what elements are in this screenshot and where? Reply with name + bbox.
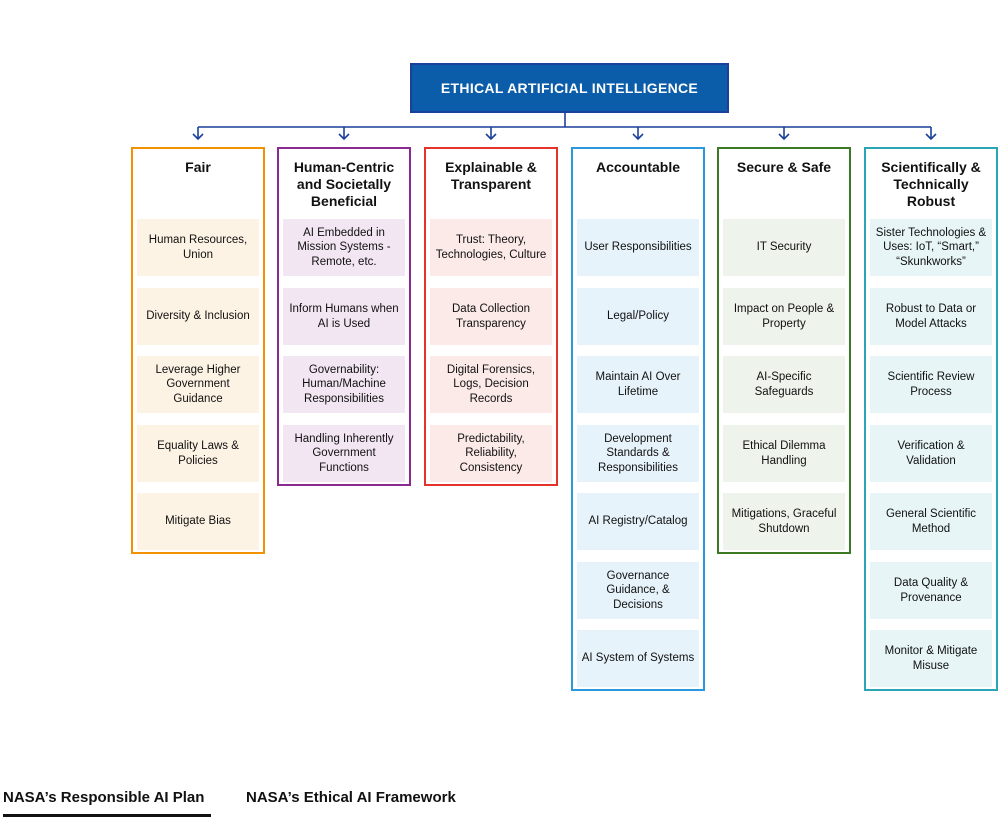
column-title: Scientifically & Technically Robust (881, 159, 981, 209)
column-item: Sister Technologies & Uses: IoT, “Smart,… (870, 219, 992, 276)
arrow-down-icon (778, 133, 790, 141)
arrow-down-icon (192, 133, 204, 141)
column-item: AI Embedded in Mission Systems - Remote,… (283, 219, 405, 276)
column-item: Ethical Dilemma Handling (723, 425, 845, 482)
column-item: Monitor & Mitigate Misuse (870, 630, 992, 687)
arrow-down-icon (632, 133, 644, 141)
column-item: Handling Inherently Government Functions (283, 425, 405, 482)
column-item: Human Resources, Union (137, 219, 259, 276)
column-item: Impact on People & Property (723, 288, 845, 345)
column-title: Fair (185, 159, 211, 175)
column-item: Governance Guidance, & Decisions (577, 562, 699, 619)
column-item: IT Security (723, 219, 845, 276)
column-item: Maintain AI Over Lifetime (577, 356, 699, 413)
column-item: Mitigations, Graceful Shutdown (723, 493, 845, 550)
tab-responsible-ai-plan[interactable]: NASA’s Responsible AI Plan (3, 789, 205, 806)
column-item: Data Quality & Provenance (870, 562, 992, 619)
column-item: Governability: Human/Machine Responsibil… (283, 356, 405, 413)
arrow-down-icon (338, 133, 350, 141)
column-item: AI Registry/Catalog (577, 493, 699, 550)
column-item: AI System of Systems (577, 630, 699, 687)
column-item: Scientific Review Process (870, 356, 992, 413)
column-item: Legal/Policy (577, 288, 699, 345)
root-node-ethical-ai: ETHICAL ARTIFICIAL INTELLIGENCE (410, 63, 729, 113)
column-item: Inform Humans when AI is Used (283, 288, 405, 345)
column-title: Explainable & Transparent (445, 159, 537, 192)
arrow-down-icon (485, 133, 497, 141)
column-item: Leverage Higher Government Guidance (137, 356, 259, 413)
column-item: Robust to Data or Model Attacks (870, 288, 992, 345)
column-item: Predictability, Reliability, Consistency (430, 425, 552, 482)
column-item: Mitigate Bias (137, 493, 259, 550)
column-item: Digital Forensics, Logs, Decision Record… (430, 356, 552, 413)
column-item: Verification & Validation (870, 425, 992, 482)
column-item: Diversity & Inclusion (137, 288, 259, 345)
column-item: User Responsibilities (577, 219, 699, 276)
column-item: AI-Specific Safeguards (723, 356, 845, 413)
arrow-down-icon (925, 133, 937, 141)
active-tab-indicator (3, 814, 211, 817)
column-item: Development Standards & Responsibilities (577, 425, 699, 482)
tab-ethical-ai-framework[interactable]: NASA’s Ethical AI Framework (246, 789, 456, 806)
column-title: Accountable (595, 159, 680, 175)
column-title: Secure & Safe (736, 159, 832, 175)
column-item: Equality Laws & Policies (137, 425, 259, 482)
root-title: ETHICAL ARTIFICIAL INTELLIGENCE (440, 80, 699, 96)
column-item: General Scientific Method (870, 493, 992, 550)
column-title: Human-Centric and Societally Beneficial (293, 159, 395, 209)
column-item: Trust: Theory, Technologies, Culture (430, 219, 552, 276)
column-item: Data Collection Transparency (430, 288, 552, 345)
